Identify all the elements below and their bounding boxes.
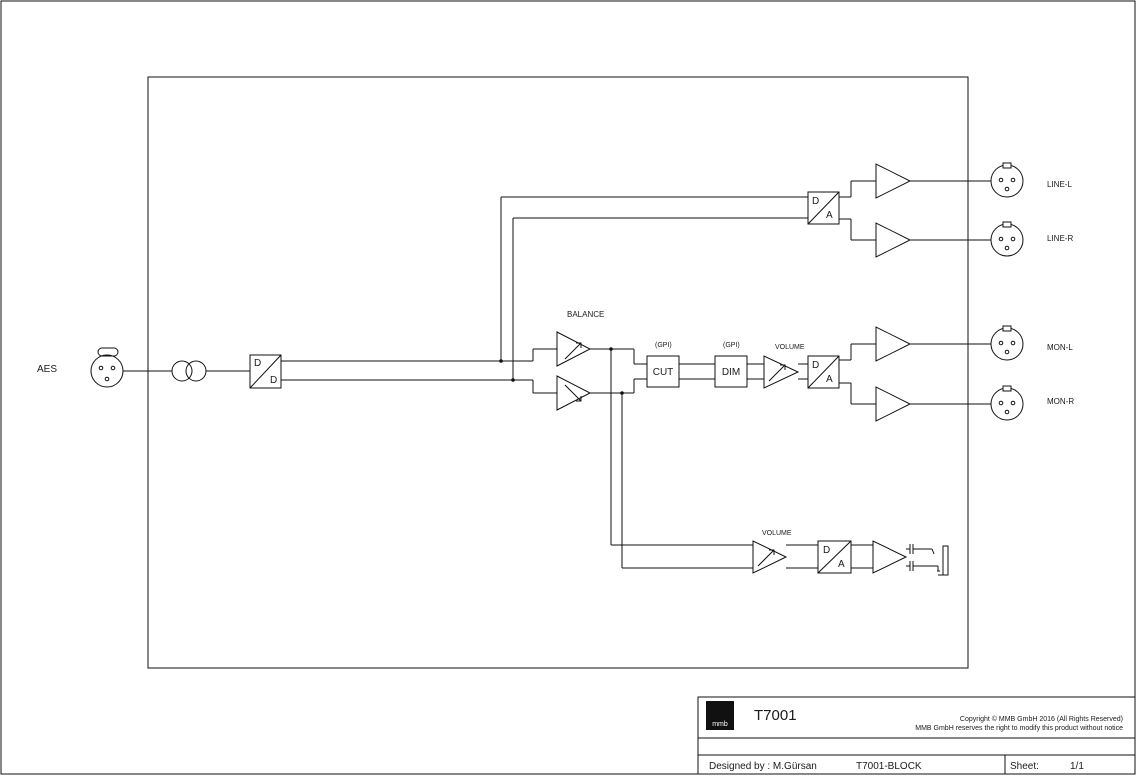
line-da-bottom-label: A <box>826 210 833 221</box>
hp-da-top-label: D <box>823 545 830 556</box>
title-block-drawing-name: T7001-BLOCK <box>856 761 922 772</box>
line-da-top-label: D <box>812 196 819 207</box>
balance-amp-top <box>556 331 592 367</box>
hp-da-converter: D A <box>817 540 852 574</box>
title-block-title: T7001 <box>754 707 797 724</box>
balance-amp-bottom <box>556 375 592 411</box>
mon-l-label: MON-L <box>1047 343 1073 352</box>
volume-top-label: VOLUME <box>775 344 805 351</box>
dd-converter-top-label: D <box>254 358 261 369</box>
headphone-amplifier <box>872 540 908 574</box>
volume-bottom-amp <box>752 540 788 574</box>
dd-converter-bottom-label: D <box>270 375 277 386</box>
mon-da-top-label: D <box>812 360 819 371</box>
mon-r-label: MON-R <box>1047 397 1074 406</box>
capacitor-icon <box>909 544 914 571</box>
mon-r-xlr-output-icon <box>990 385 1024 421</box>
title-block-designer: Designed by : M.Gürsan <box>709 761 817 772</box>
aes-label: AES <box>37 364 57 375</box>
line-r-xlr-output-icon <box>990 221 1024 257</box>
dd-converter: D D <box>249 354 282 389</box>
line-l-amplifier <box>875 163 912 199</box>
volume-bottom-label: VOLUME <box>762 530 792 537</box>
line-l-xlr-output-icon <box>990 162 1024 198</box>
dim-gpi-label: (GPI) <box>723 342 740 349</box>
line-r-amplifier <box>875 222 912 258</box>
mmb-logo: mmb <box>706 701 734 730</box>
device-boundary <box>147 76 969 669</box>
mmb-logo-text: mmb <box>712 721 728 728</box>
title-block-notice: MMB GmbH reserves the right to modify th… <box>915 725 1123 732</box>
line-l-label: LINE-L <box>1047 180 1072 189</box>
balance-label: BALANCE <box>567 310 604 319</box>
mon-da-bottom-label: A <box>826 374 833 385</box>
hp-da-bottom-label: A <box>838 559 845 570</box>
transformer-icon <box>171 360 207 382</box>
cut-gpi-label: (GPI) <box>655 342 672 349</box>
cut-block <box>646 355 680 388</box>
mon-da-converter: D A <box>807 355 840 389</box>
title-block-sheet-value: 1/1 <box>1070 761 1084 772</box>
title-block <box>697 696 1136 775</box>
line-r-label: LINE-R <box>1047 234 1073 243</box>
aes-xlr-input-icon <box>90 347 124 388</box>
mon-r-amplifier <box>875 386 912 422</box>
mon-l-amplifier <box>875 326 912 362</box>
headphone-jack-icon <box>913 545 949 576</box>
mon-l-xlr-output-icon <box>990 325 1024 361</box>
title-block-sheet-label: Sheet: <box>1010 761 1039 772</box>
line-da-converter: D A <box>807 191 840 225</box>
title-block-copyright: Copyright © MMB GmbH 2016 (All Rights Re… <box>960 715 1123 723</box>
dim-block <box>714 355 748 388</box>
volume-top-amp <box>763 355 800 389</box>
dim-block-label: DIM <box>722 367 740 378</box>
cut-block-label: CUT <box>653 367 674 378</box>
